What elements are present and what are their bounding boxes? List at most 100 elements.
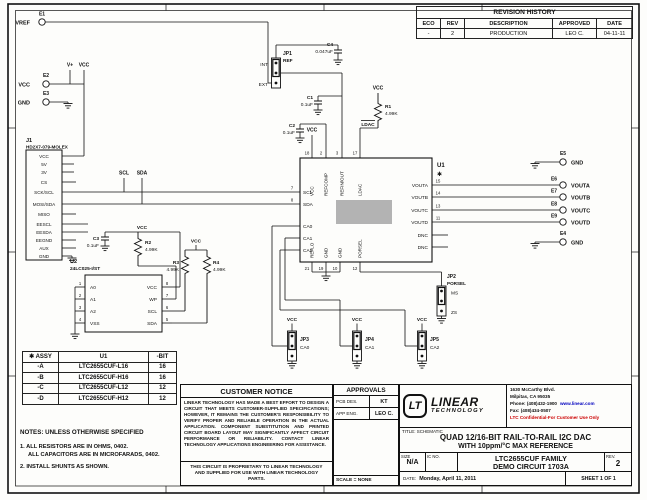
- pin-label: A2: [90, 309, 96, 315]
- jumper-option: INT: [260, 62, 268, 68]
- net-label-vcc: VCC: [417, 317, 428, 323]
- refdes-u1: U1: [437, 163, 445, 169]
- pin-label: DNC: [418, 233, 429, 239]
- refdes-r1: R1: [385, 104, 391, 110]
- refdes-c3: C3: [93, 236, 99, 242]
- net-label: VOUTB: [571, 196, 590, 202]
- customer-notice-body: LINEAR TECHNOLOGY HAS MADE A BEST EFFORT…: [184, 400, 329, 447]
- pin-number: 8: [166, 281, 169, 286]
- rev-eco: -: [416, 28, 441, 39]
- approval-label: APP ENG.: [334, 408, 370, 419]
- terminal-ref: E7: [551, 189, 557, 195]
- capacitor-c3: [100, 236, 110, 241]
- pin-label: SCL: [148, 309, 158, 315]
- terminal-ref: E1: [39, 12, 45, 18]
- value-c2: 0.1uF: [283, 130, 295, 136]
- refdes-c2: C2: [289, 123, 295, 129]
- terminal-e1: [38, 18, 46, 26]
- assy-partnum: LTC2655CUF-L12: [58, 382, 149, 394]
- refdes-jp4: JP4: [365, 337, 374, 343]
- website-link[interactable]: www.linear.com: [559, 400, 595, 406]
- address-line: 1630 McCarthy Blvd.: [510, 387, 555, 392]
- family-name: LTC2655CUF FAMILY: [495, 453, 567, 463]
- rev-col-header: DESCRIPTION: [464, 18, 553, 29]
- ground-symbol: [530, 163, 540, 169]
- rev-label: REV.: [606, 454, 616, 460]
- jumper-name-jp2: PORSEL: [447, 281, 466, 286]
- ground-symbol: [352, 363, 362, 369]
- pin-label: EESCL: [36, 222, 52, 227]
- assy-bits: 16: [148, 372, 177, 384]
- jumper-name-jp5: CA2: [430, 345, 440, 351]
- terminal-ref: E8: [551, 202, 557, 208]
- pin-number: 15: [436, 179, 441, 184]
- approval-value: LEO C.: [375, 410, 393, 417]
- table-row: -C LTC2655CUF-L12 12: [22, 382, 177, 394]
- ground-symbol: [333, 59, 343, 66]
- refdes-jp1: JP1: [283, 51, 292, 57]
- value-c1: 0.1uF: [301, 102, 313, 108]
- approval-row: APP ENG. LEO C.: [334, 408, 398, 420]
- jumper-shunt-jp4: [353, 331, 361, 351]
- date-label: DATE:: [403, 476, 417, 482]
- logo-linear: LINEAR: [431, 395, 479, 410]
- assy-partnum: LTC2655CUF-H16: [58, 372, 149, 384]
- net-label: GND: [571, 161, 583, 167]
- pin-number: 6: [166, 305, 169, 310]
- refdes-jp2: JP2: [447, 274, 456, 280]
- pin-number: 5: [166, 317, 169, 322]
- scale-label: SCALE = NONE: [334, 475, 398, 485]
- pin-label: VCC: [310, 186, 315, 196]
- assembly-star: ✱: [29, 354, 35, 361]
- refdes-j1: J1: [26, 138, 32, 144]
- rev-col-header: DATE: [595, 18, 634, 29]
- jumper-name-jp4: CA1: [365, 345, 375, 351]
- pin-label: REFCOMP: [324, 173, 329, 196]
- drawing-title-cell: TITLE: SCHEMATIC QUAD 12/16-BIT RAIL-TO-…: [400, 426, 631, 452]
- assy-bits: 16: [148, 361, 177, 373]
- pin-label: GND: [39, 254, 50, 259]
- ground-symbol: [287, 363, 297, 369]
- capacitor-c4: [333, 49, 343, 54]
- assy-col-header: ✱ ASSY: [22, 351, 59, 363]
- pin-label: CS: [41, 180, 47, 185]
- approvals-box: APPROVALS PCB DES. KT APP ENG. LEO C. SC…: [333, 384, 399, 486]
- lt-logo-mark: LT: [403, 393, 427, 418]
- pin-label: VOUTB: [411, 195, 428, 201]
- ground-symbol: [295, 137, 305, 144]
- ground-symbol: [70, 333, 80, 340]
- assy-col-header: U1: [58, 351, 149, 363]
- pin-label: DNC: [418, 245, 429, 251]
- approval-row: PCB DES. KT: [334, 396, 398, 408]
- pin-label: MOSI/SDA: [33, 202, 56, 207]
- pin-number: 10: [333, 266, 338, 271]
- terminal-e8: [559, 206, 567, 214]
- pin-number: 12: [353, 266, 358, 271]
- ground-symbol: [436, 318, 447, 324]
- pin-label: SCL: [303, 190, 313, 196]
- approvals-spacer: [334, 420, 398, 475]
- rev-approved: LEO C.: [552, 28, 597, 39]
- u1-body: [299, 157, 433, 263]
- pin-label: CA2: [303, 248, 313, 254]
- wire-segments: [45, 21, 560, 364]
- ground-symbol: [313, 109, 323, 116]
- terminal-e7: [559, 193, 567, 201]
- revision-history-title: REVISION HISTORY: [415, 6, 634, 19]
- pin-label: WP: [149, 297, 157, 303]
- note-line: ALL CAPACITORS ARE IN MICROFARADS, 0402.: [28, 452, 160, 459]
- assy-variant: -C: [22, 382, 59, 394]
- table-row: -A LTC2655CUF-L16 16: [22, 361, 177, 373]
- jumper-shunt-jp5: [418, 331, 426, 351]
- jumper-shunt-jp1: [272, 58, 280, 78]
- pin-label: SDA: [303, 202, 314, 208]
- pin-label: VSS: [90, 321, 100, 327]
- rev-col-header: REV: [440, 18, 465, 29]
- net-label: VREF: [15, 21, 30, 27]
- resistor-symbols: [133, 93, 383, 323]
- pin-label: REFLO: [310, 242, 315, 258]
- approvals-title: APPROVALS: [334, 385, 398, 396]
- pin-label: VOUTD: [411, 220, 428, 226]
